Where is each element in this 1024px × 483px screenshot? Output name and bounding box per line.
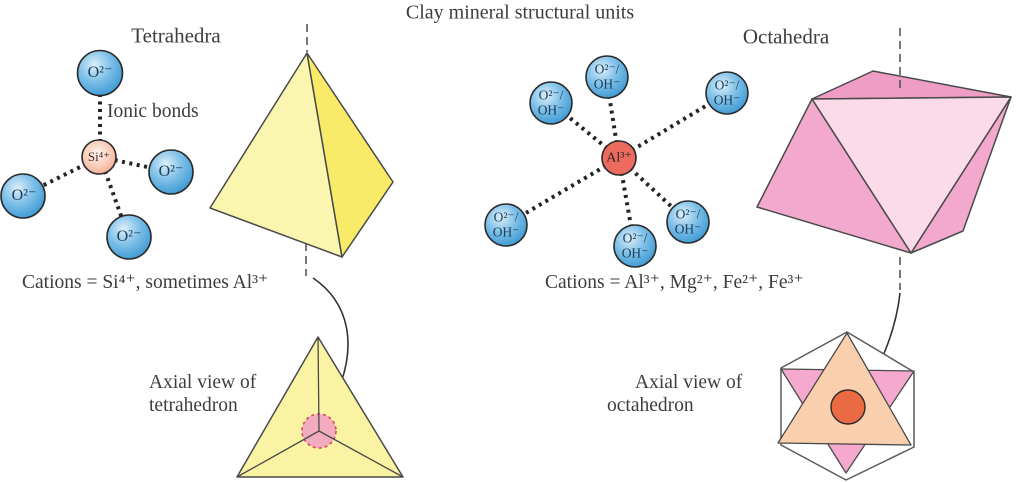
axial-cation-circle: [830, 389, 866, 425]
oxygen-hydroxyl-label: O²⁻/ OH⁻: [713, 77, 741, 108]
octahedron-top-face: [811, 70, 1012, 100]
tetrahedron-3d: [209, 52, 394, 258]
oxygen-hydroxyl-label-line2: OH⁻: [537, 102, 565, 117]
octahedra-cations-line: Cations = Al³⁺, Mg²⁺, Fe²⁺, Fe³⁺: [545, 272, 804, 293]
oxygen-label: O²⁻: [158, 163, 184, 180]
tetrahedra-heading: Tetrahedra: [131, 23, 221, 48]
oxygen-hydroxyl-label-line1: O²⁻/: [622, 230, 648, 246]
oxygen-hydroxyl-label-line1: O²⁻/: [594, 61, 620, 77]
aluminium-circle: [601, 140, 637, 176]
oxygen-hydroxyl-circle: [585, 55, 629, 99]
octahedron-front-face: [811, 96, 1012, 254]
oxygen-hydroxyl-circle: [613, 224, 657, 268]
oxygen-circle: [0, 173, 46, 219]
octahedron-axial-caption-line1: Axial view of: [635, 372, 743, 393]
octahedra-anion-circles: [484, 55, 749, 268]
oxygen-label: O²⁻: [87, 64, 113, 81]
tetrahedron-axial-view: [236, 336, 404, 478]
silicon-circle: [81, 139, 117, 175]
oxygen-label: O²⁻: [11, 187, 37, 204]
oxygen-hydroxyl-circle: [484, 203, 528, 247]
oxygen-hydroxyl-circle: [529, 81, 573, 125]
axial-triangle: [236, 336, 404, 478]
tetrahedron-right-face: [306, 52, 394, 258]
axial-peach-triangle: [777, 332, 912, 446]
tetrahedron-axial-caption-line2: tetrahedron: [149, 395, 238, 416]
oxygen-circle: [106, 214, 152, 260]
oxygen-circle: [76, 49, 124, 97]
tetrahedron-axial-caption-line1: Axial view of: [149, 372, 257, 393]
oxygen-hydroxyl-circle: [666, 200, 710, 244]
octahedra-heading: Octahedra: [742, 24, 830, 49]
oxygen-label: O²⁻: [116, 228, 142, 245]
tetrahedra-anion-circles: [0, 49, 194, 260]
tetrahedra-cations-line: Cations = Si⁴⁺, sometimes Al³⁺: [22, 272, 269, 293]
oxygen-hydroxyl-label-line2: OH⁻: [674, 221, 702, 236]
aluminium-label: Al³⁺: [606, 150, 632, 166]
oxygen-hydroxyl-label: O²⁻/ OH⁻: [674, 206, 702, 237]
oxygen-hydroxyl-label-line1: O²⁻/: [675, 206, 701, 222]
octahedron-axial-view: [777, 331, 915, 481]
octahedron-axial-caption-line2: octahedron: [607, 395, 694, 416]
oxygen-hydroxyl-circle: [705, 71, 749, 115]
page-title: Clay mineral structural units: [405, 1, 635, 24]
oxygen-hydroxyl-label-line1: O²⁻/: [538, 87, 564, 103]
oxygen-hydroxyl-label: O²⁻/ OH⁻: [492, 209, 520, 240]
oxygen-hydroxyl-label-line2: OH⁻: [621, 245, 649, 260]
oxygen-hydroxyl-label: O²⁻/ OH⁻: [537, 87, 565, 118]
oxygen-hydroxyl-label: O²⁻/ OH⁻: [593, 61, 621, 92]
oxygen-hydroxyl-label-line2: OH⁻: [492, 224, 520, 239]
oxygen-hydroxyl-label-line2: OH⁻: [593, 76, 621, 91]
oxygen-hydroxyl-label-line2: OH⁻: [713, 92, 741, 107]
oxygen-hydroxyl-label-line1: O²⁻/: [714, 77, 740, 93]
octahedron-3d: [756, 70, 1012, 254]
oxygen-hydroxyl-label-line1: O²⁻/: [493, 209, 519, 225]
ionic-bonds-label: Ionic bonds: [107, 101, 199, 122]
silicon-label: Si⁴⁺: [87, 149, 111, 164]
oxygen-circle: [148, 149, 194, 195]
oxygen-hydroxyl-label: O²⁻/ OH⁻: [621, 230, 649, 261]
axial-triangle-edges: [236, 336, 404, 478]
tetrahedron-axis-dashes: [305, 24, 308, 276]
